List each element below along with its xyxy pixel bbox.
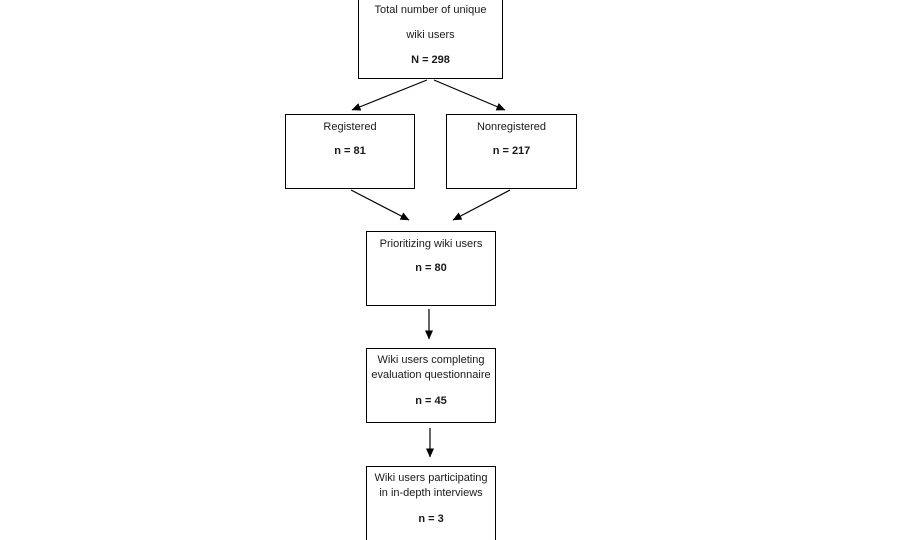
node-count: n = 80 [415, 262, 447, 274]
node-label-line: Nonregistered [476, 121, 547, 133]
flow-node-evaluation-questionnaire: Wiki users completing evaluation questio… [366, 348, 496, 423]
node-label-line: Wiki users participating [374, 472, 488, 484]
node-count: n = 217 [492, 145, 531, 157]
node-label-line: wiki users [406, 29, 455, 41]
flow-node-prioritizing-wiki-users: Prioritizing wiki users n = 80 [366, 231, 496, 306]
node-label-line: in in-depth interviews [379, 487, 483, 499]
flow-node-registered: Registered n = 81 [285, 114, 415, 189]
flow-node-in-depth-interviews: Wiki users participating in in-depth int… [366, 466, 496, 540]
node-count: n = 3 [418, 513, 444, 525]
node-label-line: Wiki users completing [377, 354, 485, 366]
node-label-line: Registered [323, 121, 377, 133]
node-label-line: Total number of unique [374, 4, 487, 16]
node-count: N = 298 [411, 54, 450, 66]
flow-node-nonregistered: Nonregistered n = 217 [446, 114, 577, 189]
node-label-line: evaluation questionnaire [371, 369, 491, 381]
arrow-nonregistered-to-prioritizing [452, 189, 511, 221]
arrow-registered-to-prioritizing [350, 189, 410, 221]
arrow-total-to-nonregistered [433, 79, 506, 111]
node-count: n = 45 [415, 395, 447, 407]
arrow-total-to-registered [351, 79, 428, 111]
flow-node-total-unique-wiki-users: Total number of unique wiki users N = 29… [358, 0, 503, 79]
node-count: n = 81 [334, 145, 366, 157]
node-label-line: Prioritizing wiki users [379, 238, 483, 250]
